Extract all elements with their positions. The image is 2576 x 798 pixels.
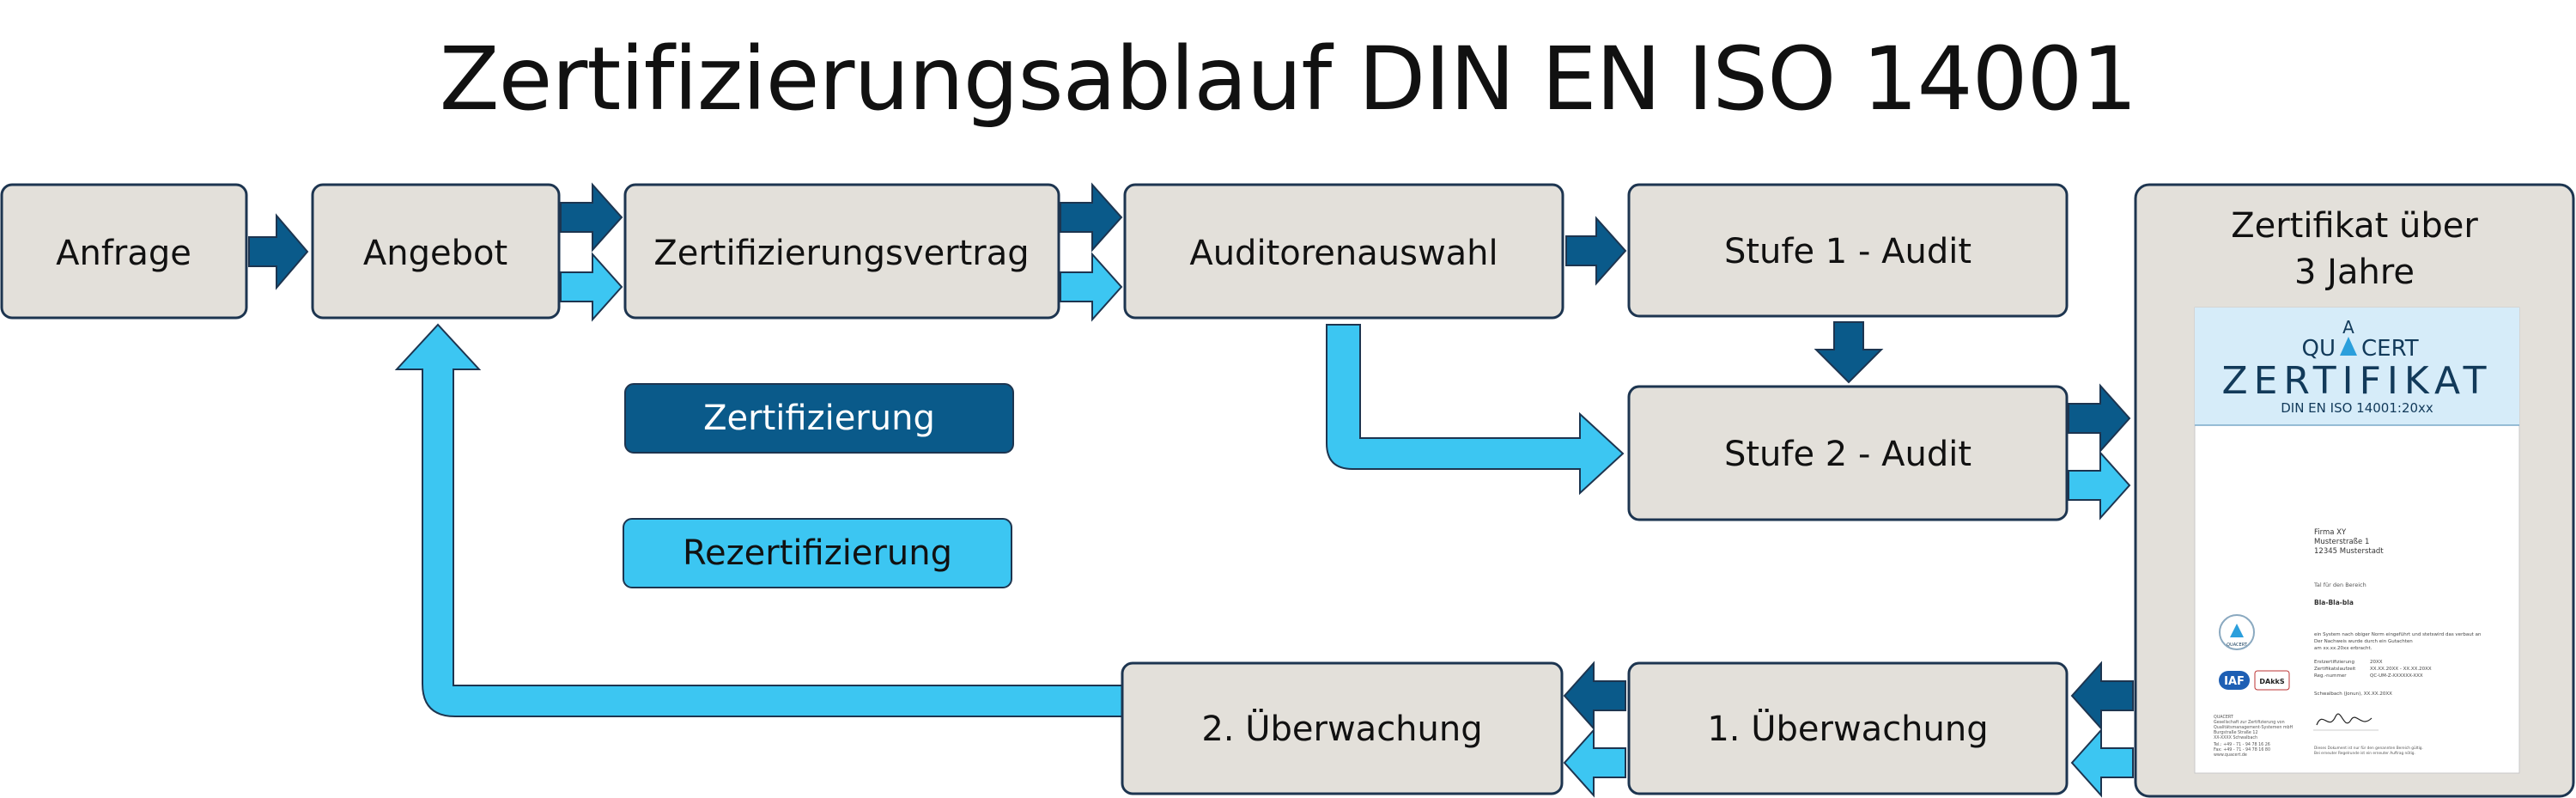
certificate-footer-left7: Fax: +49 - 71 - 94 78 16 80 [2214, 747, 2270, 752]
node-anfrage-label: Anfrage [56, 234, 191, 273]
certificate-panel-title-line2: 3 Jahre [2294, 253, 2415, 292]
node-vertrag-label: Zertifizierungsvertrag [653, 234, 1029, 273]
node-ueberwachung1-label: 1. Überwachung [1707, 708, 1988, 749]
certificate-iaf-text: IAF [2224, 675, 2245, 688]
certificate-signature [2316, 713, 2372, 726]
certificate-value-reg: QC-UM-Z-XXXXXX-XXX [2370, 673, 2423, 679]
node-stufe2 [1627, 385, 2069, 521]
certificate-logo-right: CERT [2361, 336, 2419, 362]
legend-rezertifizierung-label: Rezertifizierung [683, 533, 952, 573]
legend-rezertifizierung-swatch [623, 518, 1012, 588]
node-stufe2-label: Stufe 2 - Audit [1724, 435, 1971, 474]
certificate-label-reg: Reg.-nummer [2314, 673, 2347, 679]
certificate-iaf-badge [2219, 671, 2250, 690]
vertrag-to-auditoren-dark-arrow [1060, 182, 1123, 253]
node-stufe1-label: Stufe 1 - Audit [1724, 232, 1971, 271]
certificate-to-ueberwachung1-dark-arrow [2070, 661, 2134, 731]
certificate-panel-title-line1: Zertifikat über [2231, 206, 2478, 246]
certificate-image: A QU CERT ZERTIFIKAT DIN EN ISO 14001:20… [2194, 307, 2520, 774]
ueberwachung1-to-ueberwachung2-dark-arrow [1563, 661, 1626, 731]
node-angebot-label: Angebot [363, 234, 507, 273]
angebot-to-vertrag-dark-arrow [560, 182, 623, 253]
certificate-place-date: Schwalbach (Jonun), XX.XX.20XX [2314, 691, 2392, 697]
legend-zertifizierung-label: Zertifizierung [703, 399, 935, 438]
node-angebot [311, 183, 561, 320]
certificate-seal-triangle-icon [2230, 624, 2244, 637]
certificate-footer-right1: Dieses Dokument ist nur für den genannte… [2314, 746, 2423, 751]
ueberwachung1-to-ueberwachung2-light-arrow [1563, 728, 1626, 798]
certificate-footer-left1: QUACERT [2214, 715, 2233, 720]
certificate-heading: ZERTIFIKAT [2221, 359, 2492, 403]
certificate-body-line3: am xx.xx.20xx erbracht. [2314, 646, 2372, 651]
node-vertrag [623, 183, 1060, 320]
certificate-footer-left2: Gesellschaft zur Zertifizierung von [2214, 720, 2285, 725]
auditoren-to-stufe2-arrow [1326, 324, 1625, 496]
node-auditorenauswahl-label: Auditorenauswahl [1189, 234, 1498, 273]
angebot-to-vertrag-light-arrow [560, 252, 623, 322]
node-stufe1 [1627, 183, 2069, 318]
certificate-dakks-badge [2254, 670, 2290, 691]
certificate-value-first: 20XX [2370, 660, 2383, 665]
certificate-footer-left4: Burgstraße Straße 12 [2214, 730, 2258, 735]
stufe2-to-certificate-dark-arrow [2068, 383, 2131, 454]
certificate-footer-left6: Tel.: +49 - 71 - 94 78 16 26 [2213, 742, 2270, 747]
certificate-city: 12345 Musterstadt [2314, 547, 2384, 556]
certificate-value-valid: XX.XX.20XX - XX.XX.20XX [2370, 667, 2432, 672]
auditoren-to-stufe1-arrow [1565, 216, 1627, 286]
node-ueberwachung1 [1627, 661, 2069, 795]
legend-zertifizierung-swatch [624, 383, 1014, 454]
certificate-footer-left8: www.quacert.de [2214, 752, 2247, 758]
node-anfrage [0, 183, 248, 320]
certificate-logo-left: QU [2302, 336, 2336, 362]
certificate-label-first: Erstzertifizierung [2314, 660, 2354, 665]
certificate-footer-right2: Bei erneuter Regelrunde ist ein erneuter… [2314, 751, 2415, 756]
certificate-seal-text: QUACERT [2227, 643, 2248, 648]
certificate-company: Firma XY [2314, 528, 2347, 537]
certificate-logo-top: A [2342, 317, 2354, 338]
anfrage-to-angebot-arrow [248, 213, 309, 290]
diagram-title: Zertifizierungsablauf DIN EN ISO 14001 [439, 28, 2138, 131]
certificate-body-line2: Der Nachweis wurde durch ein Gutachten [2314, 639, 2413, 644]
recert-return-arrow [394, 323, 1123, 717]
certificate-dakks-text: DAkkS [2259, 678, 2284, 685]
node-auditorenauswahl [1123, 183, 1564, 320]
certificate-standard: DIN EN ISO 14001:20xx [2281, 400, 2433, 416]
certificate-footer-left3: Qualitätsmanagement-Systemen mbH [2214, 725, 2293, 730]
vertrag-to-auditoren-light-arrow [1060, 252, 1123, 322]
certificate-label-valid: Zertifikatslaufzeit [2314, 667, 2356, 672]
certificate-scope-value: Bla-Bla-bla [2314, 599, 2354, 606]
certificate-logo-triangle-icon [2340, 337, 2357, 356]
stufe2-to-certificate-light-arrow [2068, 450, 2131, 521]
certificate-body-line1: ein System nach obiger Norm eingeführt u… [2314, 632, 2482, 637]
node-ueberwachung2 [1121, 661, 1564, 795]
certificate-header-band [2195, 308, 2519, 425]
certificate-scope-label: Tal für den Bereich [2313, 582, 2366, 588]
certificate-street: Musterstraße 1 [2314, 538, 2369, 546]
certificate-footer-left5: XX-XXXX Schwalbach [2214, 735, 2257, 740]
node-ueberwachung2-label: 2. Überwachung [1201, 708, 1482, 749]
certificate-to-ueberwachung1-light-arrow [2070, 728, 2134, 798]
stufe1-to-stufe2-arrow [1814, 321, 1884, 384]
